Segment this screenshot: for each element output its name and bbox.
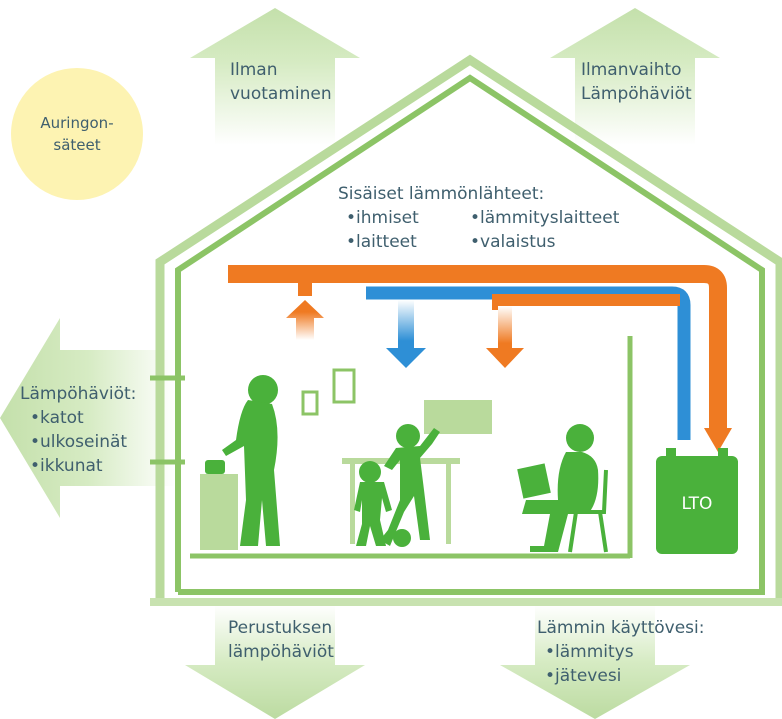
foundation-loss-line1: Perustuksen [228,618,333,638]
warm-air-up-arrow [286,300,324,340]
hot-water-item: jätevesi [545,664,705,688]
air-leakage-arrow [190,8,360,145]
cool-air-down-arrow [386,300,426,368]
ventilation-label: Ilmanvaihto Lämpöhäviöt [581,58,692,106]
orange-duct-secondary [498,298,702,440]
wall-loss-item: ikkunat [30,454,136,478]
internal-item: laitteet [346,230,419,254]
blue-duct [366,286,691,440]
air-leakage-line1: Ilman [230,60,278,80]
house-inner-outline [175,74,765,595]
internal-sources-col2: lämmityslaitteet valaistus [470,206,619,254]
warm-air-down-arrow [486,306,524,368]
wall-loss-label: Lämpöhäviöt: katot ulkoseinät ikkunat [20,382,136,478]
sun-label: Auringon- säteet [30,112,124,156]
internal-item: lämmityslaitteet [470,206,619,230]
internal-sources-col1: ihmiset laitteet [346,206,419,254]
foundation-loss-line2: lämpöhäviöt [228,642,334,662]
orange-duct-main [228,265,727,430]
foundation-loss-label: Perustuksen lämpöhäviöt [228,616,334,664]
picture-frame-large [332,368,356,404]
chair-icon [568,469,608,553]
wall-loss-title: Lämpöhäviöt: [20,384,137,404]
cooking-pot-icon [205,460,225,474]
air-leakage-label: Ilman vuotaminen [230,58,332,106]
table-leg-left [350,464,355,544]
wall-loss-item: katot [30,406,136,430]
ball-icon [393,529,411,547]
air-leakage-line2: vuotaminen [230,84,332,104]
orange-duct-arrowhead [704,428,732,452]
internal-sources-label: Sisäiset lämmönlähteet: [338,182,544,206]
orange-supply-branch [492,294,680,310]
hot-water-item: lämmitys [545,640,705,664]
internal-sources-title: Sisäiset lämmönlähteet: [338,184,545,204]
sun-label-line2: säteet [53,136,101,154]
sun-icon [11,68,143,200]
lto-label: LTO [681,494,713,514]
exhaust-stub [298,282,312,296]
woman-figure-icon [222,375,280,546]
girl-figure-icon [354,461,392,546]
ventilation-line1: Ilmanvaihto [581,60,682,80]
kitchen-counter [200,474,238,550]
man-with-laptop-icon [517,424,599,552]
boy-figure-icon [380,424,440,546]
hot-water-label: Lämmin käyttövesi: lämmitys jätevesi [537,616,705,688]
ventilation-line2: Lämpöhäviöt [581,84,692,104]
ventilation-loss-arrow [550,8,720,145]
wall-loss-item: ulkoseinät [30,430,136,454]
internal-item: ihmiset [346,206,419,230]
picture-frame-small [301,390,319,416]
sun-label-line1: Auringon- [40,114,114,132]
hot-water-title: Lämmin käyttövesi: [537,618,705,638]
foundation-loss-arrow [185,605,365,719]
internal-item: valaistus [470,230,619,254]
table-leg-right [446,464,451,544]
lto-unit [656,448,738,554]
wall-panel [424,400,492,434]
house-outer-outline [155,54,782,600]
